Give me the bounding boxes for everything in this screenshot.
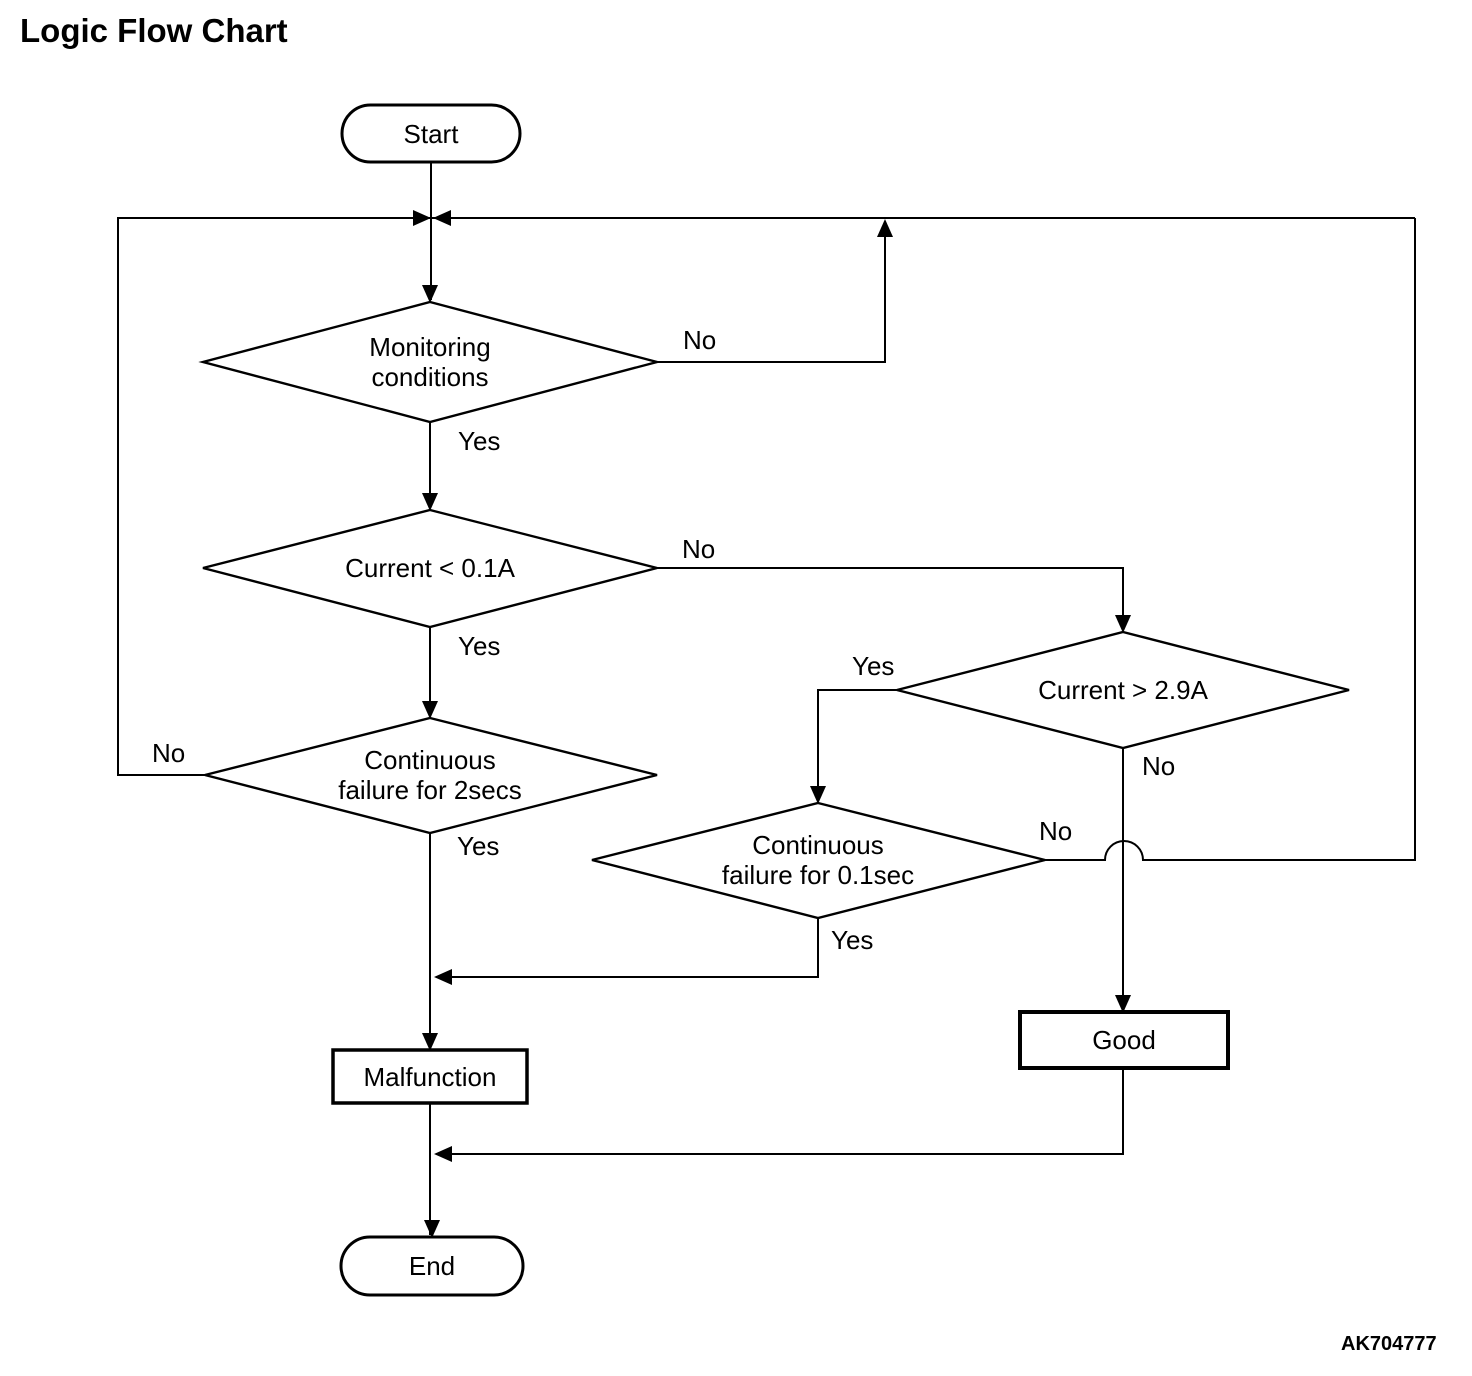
edge-failure01sec-yes [436, 918, 819, 978]
arrowhead-into-current-lt [422, 493, 438, 511]
continuous-failure-01sec-diamond [591, 801, 1046, 920]
current-gt-yes-label: Yes [852, 651, 895, 681]
arrowhead-good-merge [434, 1146, 452, 1162]
monitoring-yes-label: Yes [458, 426, 501, 456]
current-lt-01a-diamond [202, 508, 658, 629]
monitoring-conditions-diamond [198, 300, 662, 424]
current-gt-no-label: No [1142, 751, 1176, 781]
continuous-failure-01sec-line2: failure for 0.1sec [721, 860, 915, 890]
continuous-failure-01sec-label: Continuous failure for 0.1sec [643, 825, 993, 895]
good-process-shape [1018, 1010, 1230, 1070]
start-terminator-shape [340, 103, 522, 164]
monitoring-no-label: No [683, 325, 717, 355]
good-node-label: Good [1092, 1025, 1156, 1055]
end-node-label: End [408, 1251, 456, 1281]
edge-good-to-merge [436, 1068, 1124, 1155]
current-lt-yes-label: Yes [458, 631, 501, 661]
arrowhead-into-good [1115, 995, 1131, 1013]
continuous-failure-2secs-diamond [204, 716, 658, 835]
arrowhead-into-current-gt [1115, 615, 1131, 633]
failure-2secs-yes-label: Yes [457, 831, 500, 861]
arrowhead-left-loop-into-junction [413, 210, 431, 226]
continuous-failure-01sec-line1: Continuous [752, 830, 884, 860]
failure-2secs-no-label: No [152, 738, 186, 768]
edge-failure01sec-no-loop [1045, 218, 1416, 861]
arrowheads [413, 210, 1131, 1238]
current-gt-29a-diamond [896, 630, 1350, 750]
current-lt-no-label: No [682, 534, 716, 564]
page-title: Logic Flow Chart [20, 12, 288, 49]
failure-01sec-yes-label: Yes [831, 925, 874, 955]
start-node-label: Start [403, 118, 459, 149]
malfunction-process-shape [331, 1048, 529, 1105]
monitoring-conditions-label: Monitoring conditions [285, 327, 575, 397]
arrowhead-into-malfunction [422, 1033, 438, 1051]
arrowhead-into-monitoring [422, 285, 438, 303]
monitoring-conditions-line1: Monitoring [369, 332, 491, 362]
edge-monitoring-no [657, 222, 886, 363]
arrowhead-into-end [424, 1220, 440, 1238]
current-gt-29a-label: Current > 2.9A [1038, 675, 1208, 705]
arrowhead-failure01sec-yes-merge [434, 969, 452, 985]
arrowhead-right-loop-into-junction [433, 210, 451, 226]
failure-01sec-no-label: No [1039, 816, 1073, 846]
continuous-failure-2secs-label: Continuous failure for 2secs [255, 740, 605, 810]
edge-failure2secs-no-loop [117, 217, 1415, 776]
arrowhead-into-failure-01sec [810, 786, 826, 804]
figure-code: AK704777 [1341, 1333, 1437, 1355]
continuous-failure-2secs-line1: Continuous [364, 745, 496, 775]
continuous-failure-2secs-line2: failure for 2secs [338, 775, 522, 805]
malfunction-node-label: Malfunction [363, 1061, 497, 1092]
edge-currentlt-no [657, 567, 1124, 630]
arrowhead-into-failure-2secs [422, 701, 438, 719]
edge-currentgt-yes [817, 689, 897, 801]
current-lt-01a-label: Current < 0.1A [345, 553, 515, 583]
arrowhead-monitoring-no-up [877, 219, 893, 237]
monitoring-conditions-line2: conditions [371, 362, 489, 392]
